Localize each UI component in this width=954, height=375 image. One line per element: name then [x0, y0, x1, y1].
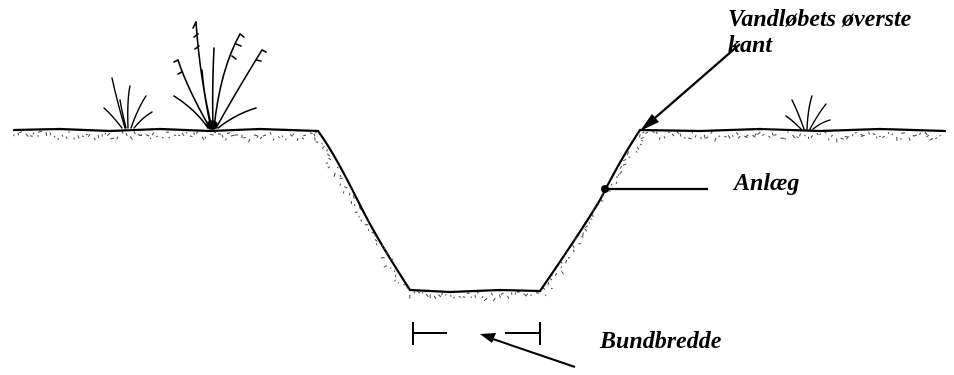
grass-tuft-left	[103, 77, 153, 129]
slope-pointer	[601, 185, 708, 193]
label-top-edge-line2: kant	[728, 32, 773, 58]
grass-tuft-right	[785, 95, 831, 130]
soil-texture	[13, 130, 942, 302]
soil-stipple	[13, 130, 942, 302]
label-top-edge: Vandløbets øverste kant	[728, 6, 911, 58]
label-slope: Anlæg	[734, 170, 800, 196]
top-edge-arrow	[640, 43, 741, 131]
bottom-width-dimension	[412, 322, 541, 345]
bottom-width-arrow	[480, 333, 576, 368]
label-bottom-width: Bundbredde	[600, 328, 722, 354]
label-top-edge-line1: Vandløbets øverste	[728, 6, 912, 32]
left-ground-line	[12, 127, 320, 133]
ground-profile	[12, 127, 947, 294]
left-bank-line	[316, 129, 412, 292]
channel-bottom-line	[408, 288, 542, 294]
right-ground-line	[638, 127, 947, 133]
right-bank-line	[538, 128, 642, 293]
reed-plant	[173, 21, 267, 130]
